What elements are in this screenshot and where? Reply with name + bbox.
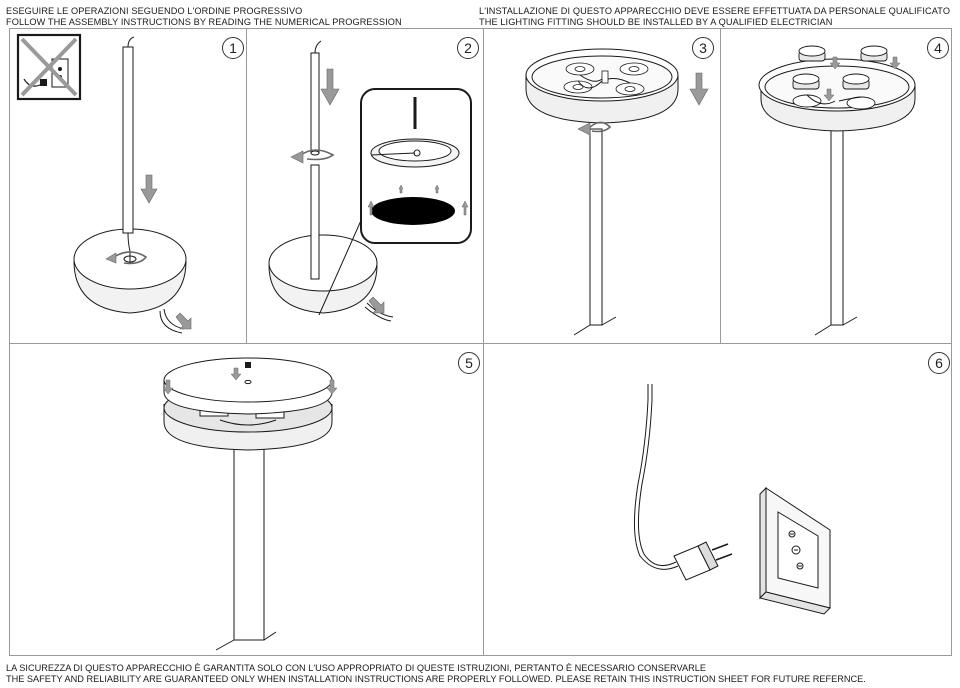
direction-arrow-icon [320,68,340,106]
step-number-3: 3 [692,37,714,59]
direction-arrow-icon [175,312,192,330]
step-panel-3: 3 [483,28,721,344]
header-instruction-en: FOLLOW THE ASSEMBLY INSTRUCTIONS BY READ… [6,17,402,27]
footer-safety-it: LA SICUREZZA DI QUESTO APPARECCHIO È GAR… [6,663,706,673]
rotate-arrow-icon [105,251,148,265]
wall-socket-icon [759,486,831,615]
power-plug-icon [673,541,733,581]
footer: LA SICUREZZA DI QUESTO APPARECCHIO È GAR… [6,663,866,685]
step-number-2: 2 [457,37,479,59]
step-panel-5: 5 [9,343,484,656]
step-number-6: 6 [928,352,950,374]
step-panel-6: 6 [483,343,952,656]
header-left: ESEGUIRE LE OPERAZIONI SEGUENDO L'ORDINE… [6,6,402,28]
step-number-4: 4 [927,37,949,59]
step-4-illustration [758,45,916,336]
step-number-1: 1 [222,37,244,59]
direction-arrow-icon [689,72,709,106]
step-panel-4: 4 [720,28,952,344]
unplugged-prohibited-icon [16,33,82,101]
direction-arrow-icon [368,296,385,314]
header-warning-it: L'INSTALLAZIONE DI QUESTO APPARECCHIO DE… [479,6,951,16]
step-3-illustration [525,48,709,336]
step-panel-1: 1 [9,28,247,344]
footer-safety-en: THE SAFETY AND RELIABILITY ARE GUARANTEE… [6,674,866,684]
rotate-arrow-icon [577,121,612,136]
rotate-arrow-icon [290,149,335,164]
step-number-5: 5 [458,352,480,374]
header-instruction-it: ESEGUIRE LE OPERAZIONI SEGUENDO L'ORDINE… [6,6,303,16]
direction-arrow-icon [140,174,158,204]
step-1-illustration [16,33,192,334]
step-5-illustration [162,357,338,651]
step-2-illustration [268,40,472,322]
step-panel-2: 2 [246,28,484,344]
header-warning-en: THE LIGHTING FITTING SHOULD BE INSTALLED… [479,17,833,27]
header-right: L'INSTALLAZIONE DI QUESTO APPARECCHIO DE… [479,6,950,28]
step-6-illustration [633,384,831,615]
